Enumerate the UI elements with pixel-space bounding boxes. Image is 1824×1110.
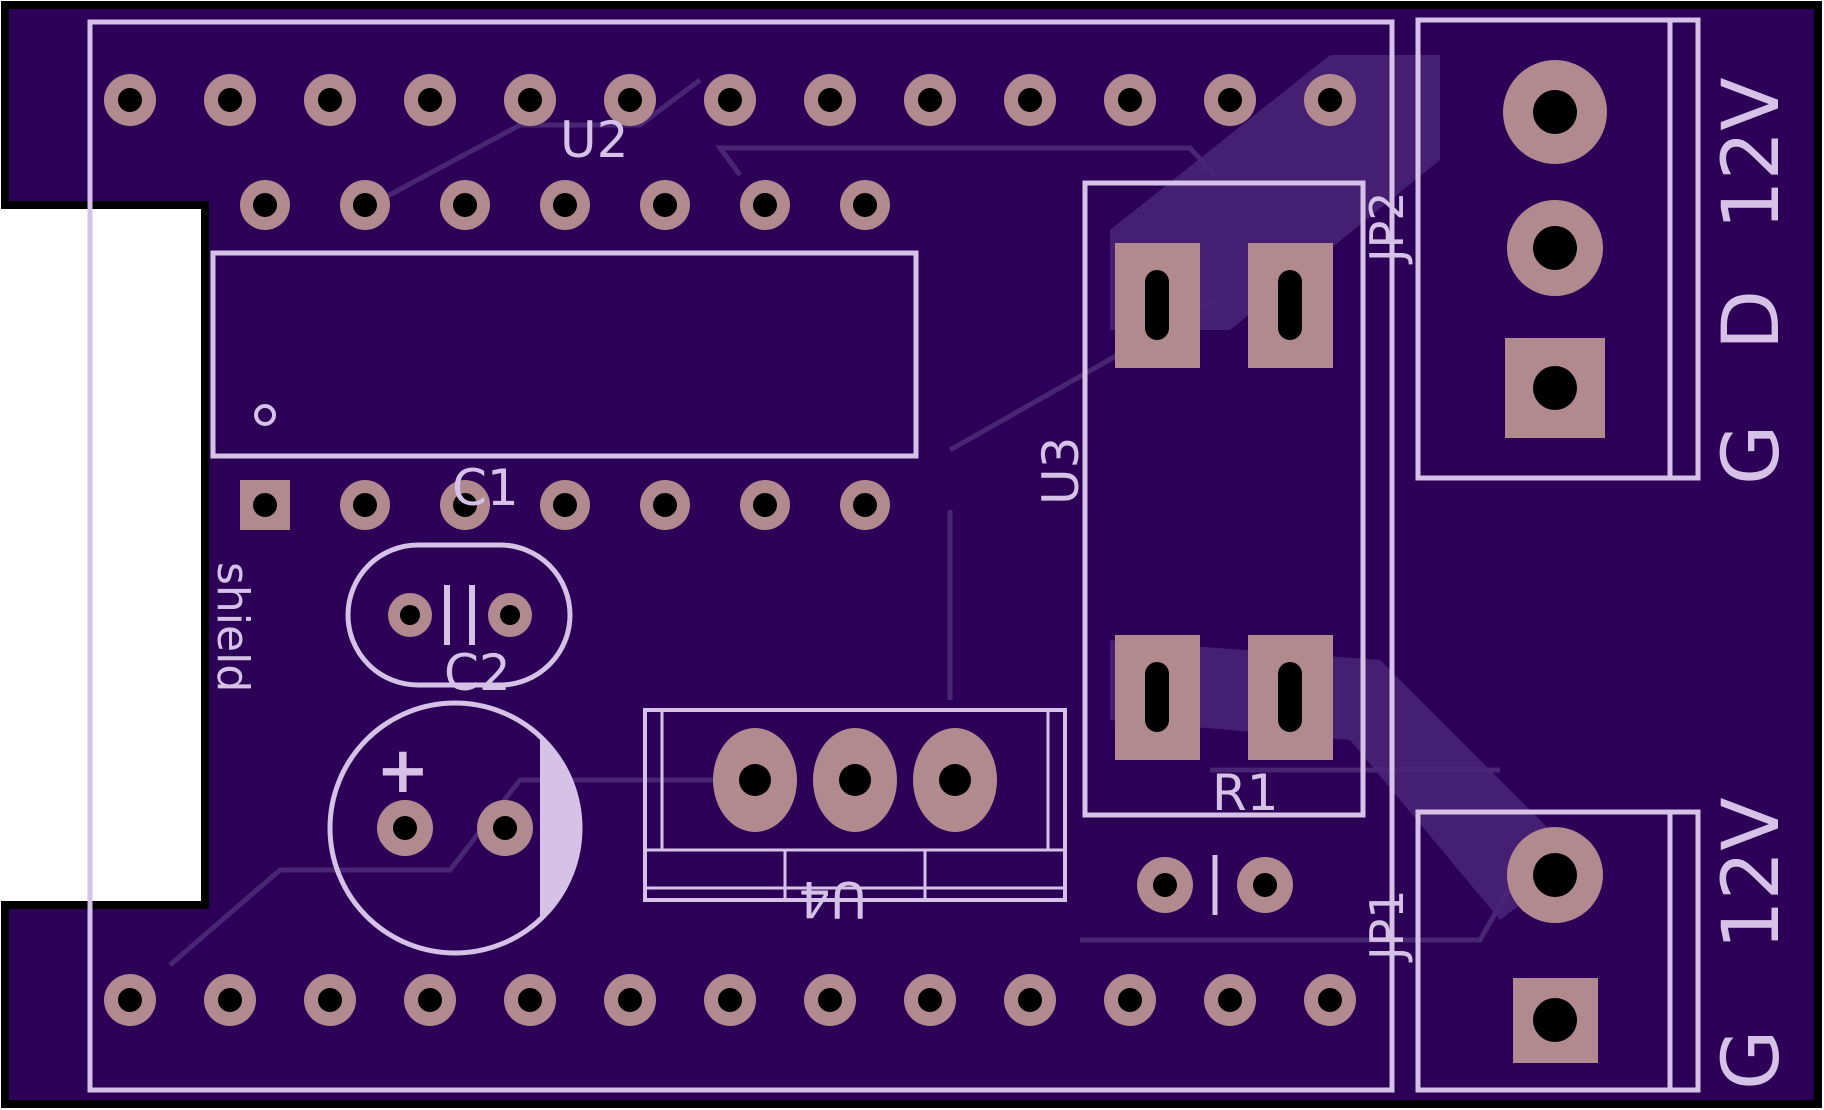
label-u3: U3	[1032, 437, 1090, 505]
ic-body-outline	[210, 250, 919, 459]
jp2-label-12v: 12V	[1707, 77, 1797, 230]
pin1-dot	[254, 404, 276, 426]
ic-bottom-pins	[240, 480, 890, 530]
label-c1: C1	[452, 459, 519, 517]
label-u4: U4	[799, 870, 867, 928]
label-r1: R1	[1212, 764, 1279, 822]
label-shield-vertical: shield	[207, 562, 258, 692]
label-u2: U2	[560, 111, 628, 169]
u3-pads	[1115, 243, 1333, 760]
top-header	[104, 74, 1356, 126]
bottom-header	[104, 974, 1356, 1026]
terminal-block-jp2	[1415, 17, 1701, 481]
regulator-u4	[643, 708, 1067, 902]
label-jp1: JP1	[1360, 889, 1414, 963]
module-u3	[1082, 180, 1366, 818]
jp2-label-d: D	[1707, 290, 1797, 350]
resistor-r1	[1137, 855, 1293, 915]
capacitor-c1	[345, 542, 573, 688]
shield-outline	[87, 19, 1395, 1093]
capacitor-c2-electrolytic	[327, 700, 583, 956]
jp2-label-g: G	[1707, 425, 1797, 485]
jp1-label-g: G	[1707, 1030, 1797, 1090]
jp1-label-12v: 12V	[1707, 797, 1797, 950]
label-jp2: JP2	[1360, 191, 1414, 265]
terminal-block-jp1	[1415, 809, 1701, 1093]
label-c2-plus: +	[376, 734, 430, 808]
label-c2: C2	[444, 644, 511, 702]
ic-dip-u2	[210, 180, 919, 530]
ic-top-pins	[240, 180, 890, 230]
